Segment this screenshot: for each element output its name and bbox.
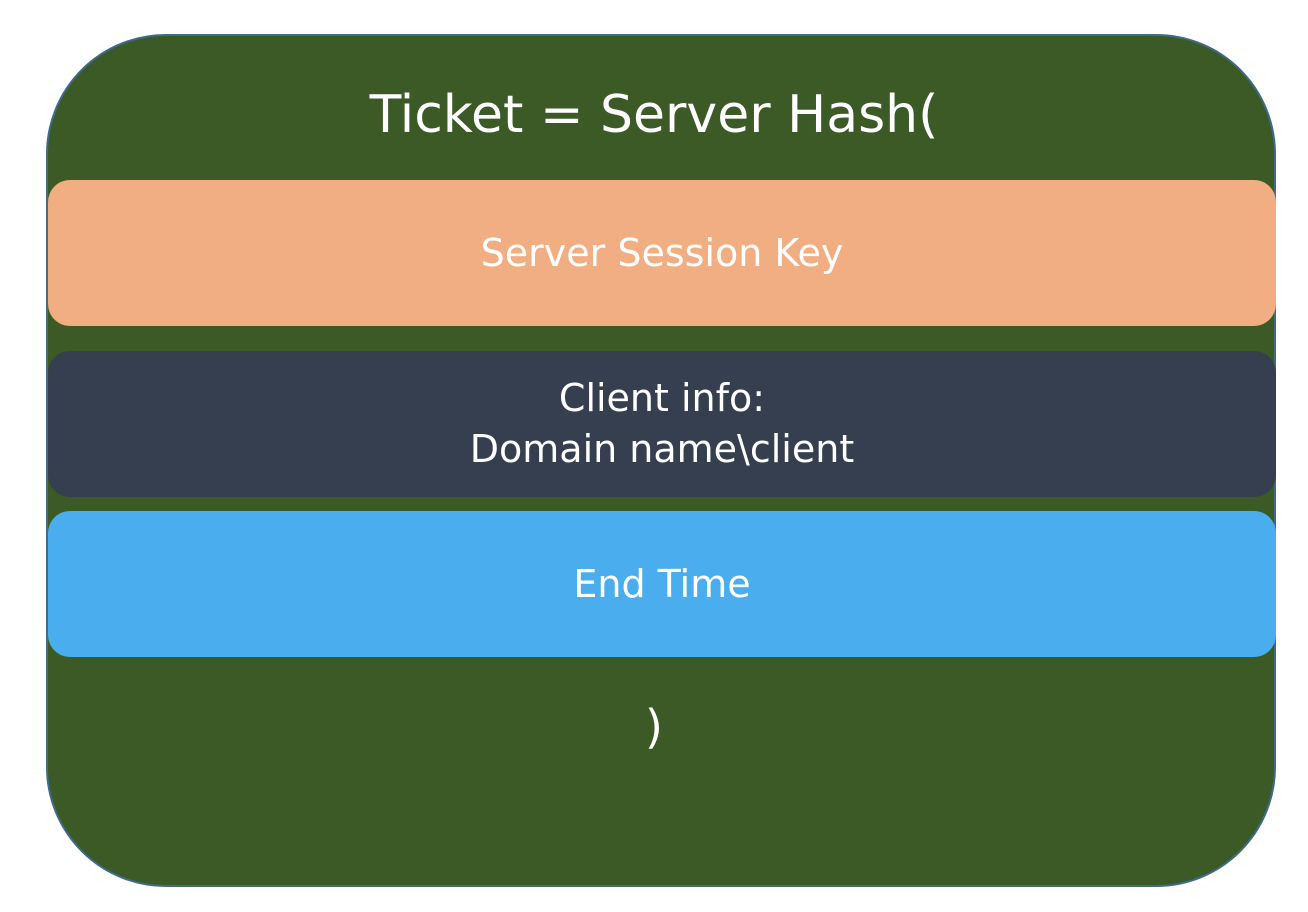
client-domain-name: Domain name\client [469,427,855,471]
end-time-label: End Time [573,561,751,606]
client-info-label: Client info: [558,376,766,420]
client-info-block: Client info: Domain name\client [48,351,1276,497]
end-time-block: End Time [48,511,1276,657]
ticket-title: Ticket = Server Hash( [369,85,939,145]
server-session-key-label: Server Session Key [480,230,844,275]
closing-paren: ) [645,700,663,754]
server-session-key-block: Server Session Key [48,180,1276,326]
